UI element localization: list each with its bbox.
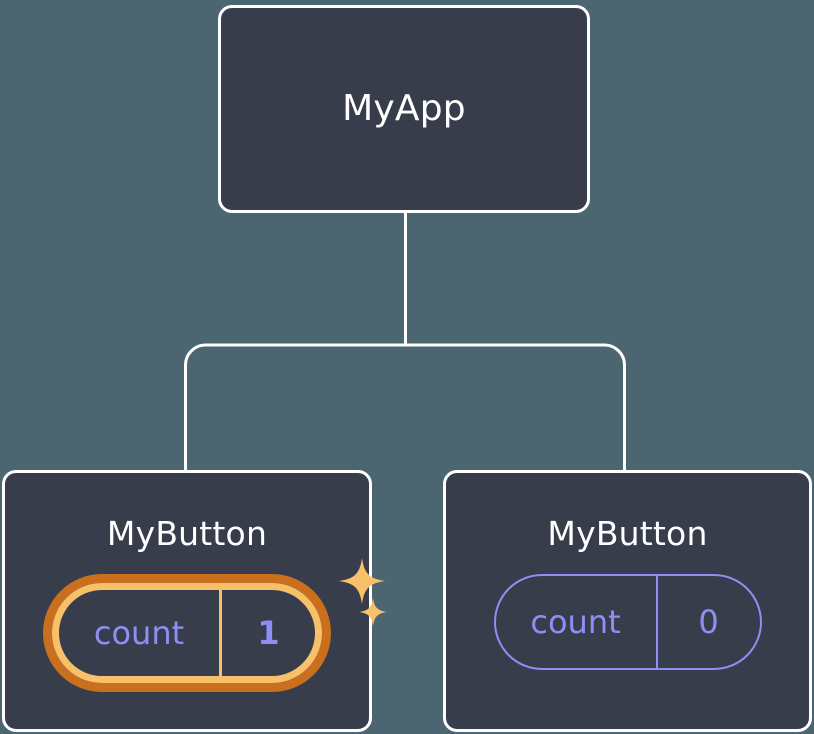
state-key-label: count bbox=[93, 614, 185, 652]
sparkle-icon bbox=[359, 598, 387, 626]
node-mybutton-left[interactable]: MyButton count 1 bbox=[2, 470, 387, 732]
state-pill-container: count 0 bbox=[493, 574, 762, 670]
node-title: MyApp bbox=[342, 88, 466, 129]
state-value-label: 0 bbox=[655, 576, 760, 668]
node-myapp[interactable]: MyApp bbox=[218, 5, 590, 213]
state-value-label: 1 bbox=[219, 590, 315, 676]
state-pill[interactable]: count 0 bbox=[493, 574, 762, 670]
node-title: MyButton bbox=[106, 514, 268, 553]
connector-bus-to-left-child bbox=[184, 343, 406, 472]
sparkle-icon bbox=[339, 558, 385, 604]
state-key-label: count bbox=[530, 603, 621, 641]
connector-bus-to-right-child bbox=[405, 343, 626, 472]
state-pill-highlighted[interactable]: count 1 bbox=[43, 574, 331, 692]
node-mybutton-right[interactable]: MyButton count 0 bbox=[443, 470, 812, 732]
state-pill-inner: count 1 bbox=[52, 583, 322, 683]
state-pill-container: count 1 bbox=[43, 558, 387, 692]
node-title: MyButton bbox=[547, 514, 708, 553]
